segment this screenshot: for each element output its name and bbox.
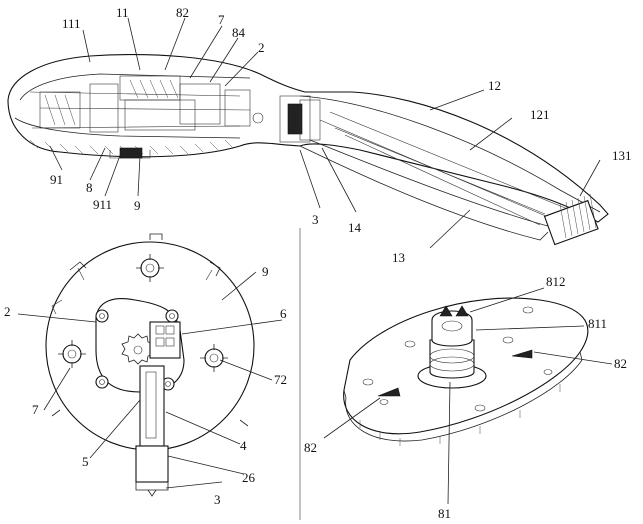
label-9-left: 9 bbox=[262, 264, 269, 279]
label-812: 812 bbox=[546, 274, 566, 289]
label-14: 14 bbox=[348, 220, 362, 235]
label-111: 111 bbox=[62, 16, 81, 31]
label-72: 72 bbox=[274, 372, 287, 387]
label-82-right: 82 bbox=[614, 356, 627, 371]
label-9-top: 9 bbox=[134, 198, 141, 213]
label-7-top: 7 bbox=[218, 12, 225, 27]
label-2-top: 2 bbox=[258, 40, 265, 55]
label-131: 131 bbox=[612, 148, 632, 163]
label-91: 91 bbox=[50, 172, 63, 187]
label-6: 6 bbox=[280, 306, 287, 321]
label-82-left: 82 bbox=[304, 440, 317, 455]
label-12: 12 bbox=[488, 78, 501, 93]
label-7-left: 7 bbox=[32, 402, 39, 417]
label-84: 84 bbox=[232, 25, 246, 40]
label-11: 11 bbox=[116, 5, 129, 20]
label-13: 13 bbox=[392, 250, 405, 265]
stem bbox=[140, 366, 164, 446]
label-4: 4 bbox=[240, 438, 247, 453]
label-8: 8 bbox=[86, 180, 93, 195]
label-811: 811 bbox=[588, 316, 607, 331]
label-5: 5 bbox=[82, 454, 89, 469]
label-81: 81 bbox=[438, 506, 451, 521]
label-82-top: 82 bbox=[176, 5, 189, 20]
plan-view bbox=[18, 234, 282, 496]
connector-block bbox=[150, 322, 180, 358]
label-3-top: 3 bbox=[312, 212, 319, 227]
label-26: 26 bbox=[242, 470, 256, 485]
perspective-view bbox=[324, 288, 612, 504]
label-121: 121 bbox=[530, 107, 550, 122]
label-2-left: 2 bbox=[4, 304, 11, 319]
label-3-left: 3 bbox=[214, 492, 221, 507]
shower-head-section-view bbox=[8, 18, 608, 248]
label-911: 911 bbox=[93, 197, 112, 212]
